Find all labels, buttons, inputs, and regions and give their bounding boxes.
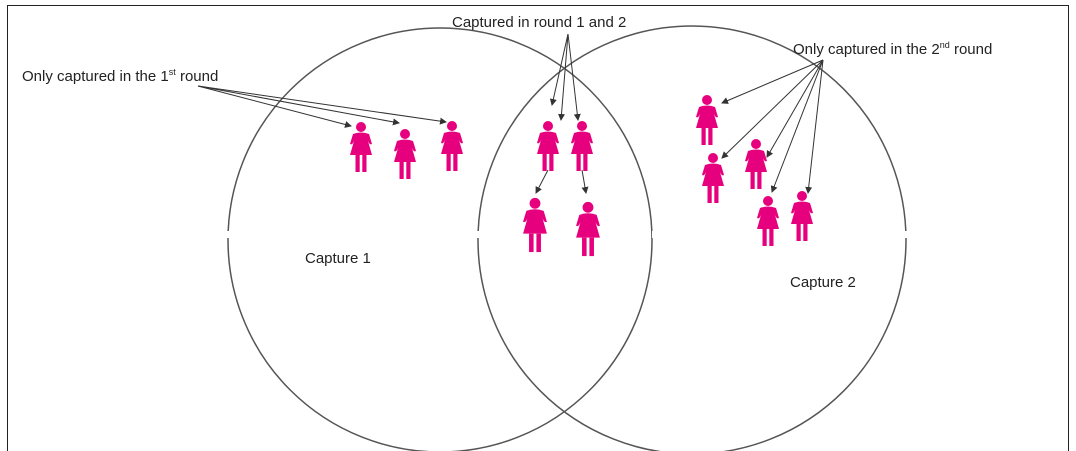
female-person-icon: [350, 122, 372, 172]
female-person-icon: [702, 153, 724, 203]
female-person-icon: [537, 121, 559, 171]
capture-2-circle: [477, 25, 907, 451]
frame-border: [7, 5, 1069, 451]
round2-only-label: Only captured in the 2nd round: [793, 40, 993, 59]
capture1-label: Capture 1: [305, 250, 371, 267]
female-person-icon: [745, 139, 767, 189]
female-person-icon: [757, 196, 779, 246]
female-person-icon: [441, 121, 463, 171]
arrows-both: [535, 33, 589, 194]
female-person-icon: [523, 197, 547, 253]
round1-only-label: Only captured in the 1st round: [22, 67, 219, 86]
female-person-icon: [571, 121, 593, 171]
capture2-label: Capture 2: [790, 274, 856, 291]
capture-1-circle: [227, 27, 653, 451]
female-person-icon: [696, 95, 718, 145]
female-person-icon: [576, 201, 600, 257]
female-person-icon: [791, 191, 813, 241]
both-rounds-label: Captured in round 1 and 2: [452, 14, 627, 31]
arrows-round2: [721, 59, 824, 194]
female-person-icon: [394, 129, 416, 179]
arrows-round1: [197, 85, 447, 128]
